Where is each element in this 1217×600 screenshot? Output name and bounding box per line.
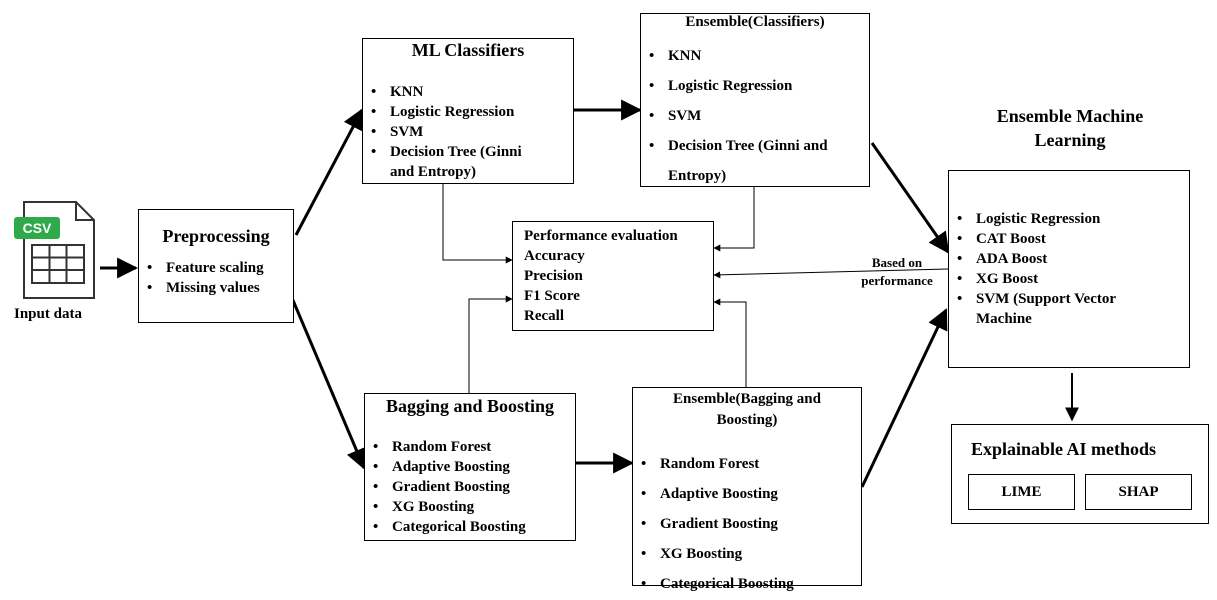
list-item: Decision Tree (Ginni and Entropy) [641,131,869,191]
list-item: Logistic Regression [363,102,573,122]
list-item: Adaptive Boosting [633,479,861,509]
preprocessing-box: Preprocessing Feature scaling Missing va… [138,209,294,323]
list-item: Gradient Boosting [633,509,861,539]
list-item: Gradient Boosting [365,477,575,497]
list-item: XG Boosting [365,497,575,517]
metric-item: Precision [524,268,583,284]
arrow-preprocessing-to-ml [294,108,364,236]
list-item: SVM [363,122,573,142]
list-item: Categorical Boosting [365,517,575,537]
list-item: SVM (Support Vector Machine [949,289,1189,329]
list-item: KNN [363,82,573,102]
performance-evaluation-box: Performance evaluation Accuracy Precisio… [512,221,714,331]
bagging-boosting-list: Random Forest Adaptive Boosting Gradient… [365,437,575,537]
list-item: KNN [641,41,869,71]
ensemble-classifiers-box: Ensemble(Classifiers) KNN Logistic Regre… [640,13,870,187]
ml-classifiers-box: ML Classifiers KNN Logistic Regression S… [362,38,574,184]
ml-classifiers-list: KNN Logistic Regression SVM Decision Tre… [363,82,573,182]
ensemble-bagging-box: Ensemble(Bagging and Boosting) Random Fo… [632,387,862,599]
list-item: Categorical Boosting [633,569,861,599]
list-item: Missing values [139,278,293,298]
ensemble-ml-box: Logistic Regression CAT Boost ADA Boost … [948,170,1190,368]
list-item: SVM [641,101,869,131]
ensemble-classifiers-list: KNN Logistic Regression SVM Decision Tre… [641,41,869,191]
list-item: ADA Boost [949,249,1189,269]
arrow-eml-to-performance [713,268,949,279]
xai-box: Explainable AI methods LIME SHAP [951,424,1209,524]
preprocessing-title: Preprocessing [162,226,270,246]
list-item: Feature scaling [139,258,293,278]
ensemble-bagging-title: Ensemble(Bagging and Boosting) [673,391,821,428]
lime-box: LIME [968,474,1075,510]
xai-title: Explainable AI methods [971,439,1157,459]
list-item: Random Forest [633,449,861,479]
shap-box: SHAP [1085,474,1192,510]
ensemble-bagging-list: Random Forest Adaptive Boosting Gradient… [633,449,861,599]
metric-item: F1 Score [524,288,580,304]
ensemble-ml-heading: Ensemble Machine Learning [996,106,1144,150]
metric-item: Accuracy [524,248,585,264]
list-item: Logistic Regression [641,71,869,101]
arrow-bagging-to-performance [468,295,513,393]
ensemble-classifiers-title: Ensemble(Classifiers) [685,14,825,30]
list-item: Decision Tree (Ginni and Entropy) [363,142,573,182]
arrow-ensemble-classifiers-to-eml [870,142,950,254]
list-item: CAT Boost [949,229,1189,249]
performance-title: Performance evaluation [524,228,678,244]
arrow-preprocessing-to-bagging [290,297,367,470]
arrow-ensemble-bagging-to-eml [860,308,948,488]
ensemble-ml-list: Logistic Regression CAT Boost ADA Boost … [949,209,1189,329]
list-item: Logistic Regression [949,209,1189,229]
list-item: XG Boost [949,269,1189,289]
arrow-ensemble-bagging-to-performance [713,298,747,387]
csv-badge-text: CSV [22,220,52,236]
based-on-performance-label: Based on performance [861,255,933,288]
bagging-boosting-title: Bagging and Boosting [385,396,555,416]
metric-item: Recall [524,308,564,324]
ml-classifiers-title: ML Classifiers [411,40,525,60]
bagging-boosting-box: Bagging and Boosting Random Forest Adapt… [364,393,576,541]
csv-file-icon: CSV [8,200,100,302]
arrow-ensemble-classifiers-to-performance [713,187,755,252]
list-item: Adaptive Boosting [365,457,575,477]
arrow-ml-to-performance [442,184,513,264]
preprocessing-list: Feature scaling Missing values [139,258,293,298]
list-item: XG Boosting [633,539,861,569]
list-item: Random Forest [365,437,575,457]
input-data-label: Input data [14,306,82,322]
